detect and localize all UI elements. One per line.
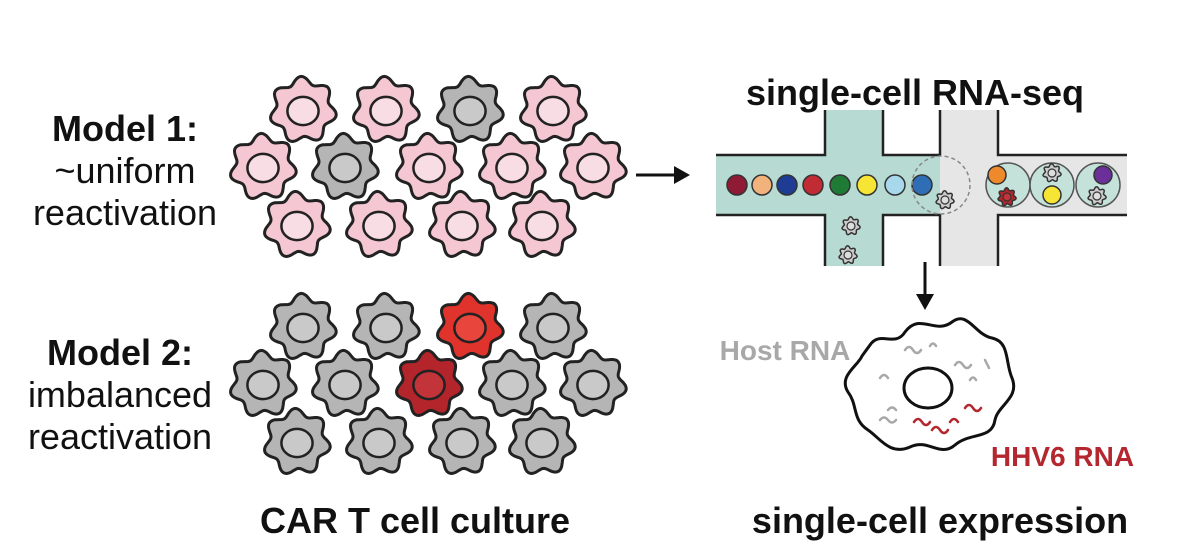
- mini-cell-icon: [1042, 163, 1062, 183]
- model2-label: Model 2: imbalanced reactivation: [5, 332, 235, 458]
- model2-cell-gray: [345, 406, 414, 476]
- model1-cell-pink: [478, 131, 547, 201]
- host-rna-label: Host RNA: [719, 335, 851, 366]
- barcode-bead: [751, 174, 773, 196]
- model2-cell-gray: [352, 291, 421, 361]
- model2-line2: reactivation: [27, 416, 213, 457]
- mini-cell-icon: [841, 216, 861, 236]
- model2-cell-gray: [478, 348, 547, 418]
- barcode-bead: [726, 174, 748, 196]
- scrnaseq-label: single-cell RNA-seq: [745, 72, 1085, 113]
- model2-cell-gray: [229, 348, 298, 418]
- model1-cell-pink: [263, 189, 332, 259]
- barcode-bead: [884, 174, 906, 196]
- mini-cell-icon: [997, 187, 1017, 207]
- host-rna-squiggles: [878, 342, 991, 424]
- hhv6-rna-squiggles: [912, 403, 983, 435]
- model1-line1: ~uniform: [54, 150, 196, 191]
- model1-cell-pink: [519, 74, 588, 144]
- model2-cell-gray: [311, 348, 380, 418]
- model2-cell-darkred: [395, 348, 464, 418]
- arrow-right-icon: [636, 166, 690, 184]
- barcode-bead: [856, 174, 878, 196]
- model1-cell-pink: [269, 74, 338, 144]
- microfluidic-chip: [716, 110, 1127, 266]
- model1-cell-gray: [311, 131, 380, 201]
- model2-cell-gray: [269, 291, 338, 361]
- model1-title: Model 1:: [51, 108, 198, 149]
- barcode-bead: [1042, 185, 1062, 205]
- barcode-bead: [829, 174, 851, 196]
- model2-cell-gray: [559, 348, 628, 418]
- culture-label: CAR T cell culture: [259, 500, 571, 541]
- model1-cell-pink: [428, 189, 497, 259]
- model1-line2: reactivation: [32, 192, 218, 233]
- expression-label: single-cell expression: [751, 500, 1129, 541]
- mini-cell-icon: [1087, 186, 1107, 206]
- model1-cell-gray: [436, 74, 505, 144]
- model1-label: Model 1: ~uniform reactivation: [10, 108, 240, 234]
- single-cell-expression-cell: [843, 317, 1016, 452]
- model2-cell-gray: [508, 406, 577, 476]
- nucleus: [902, 366, 954, 410]
- mini-cell-icon: [935, 190, 955, 210]
- droplet: [1029, 162, 1075, 208]
- model1-cell-pink: [229, 131, 298, 201]
- model1-cell-pink: [395, 131, 464, 201]
- barcode-bead: [802, 174, 824, 196]
- model1-cell-pink: [352, 74, 421, 144]
- barcode-bead: [987, 165, 1007, 185]
- model1-cell-cluster: [229, 74, 628, 259]
- model1-cell-pink: [559, 131, 628, 201]
- model2-line1: imbalanced: [27, 374, 213, 415]
- model2-cell-red: [436, 291, 505, 361]
- mini-cell-icon: [838, 245, 858, 265]
- model2-cell-gray: [263, 406, 332, 476]
- model1-cell-pink: [345, 189, 414, 259]
- barcode-bead: [911, 174, 933, 196]
- forming-droplet: [911, 155, 971, 215]
- model2-title: Model 2:: [46, 332, 193, 373]
- barcode-bead: [776, 174, 798, 196]
- model2-cell-gray: [428, 406, 497, 476]
- model2-cell-cluster: [229, 291, 628, 476]
- hhv6-rna-label: HHV6 RNA: [990, 441, 1135, 472]
- model1-cell-pink: [508, 189, 577, 259]
- model2-cell-gray: [519, 291, 588, 361]
- arrow-down-icon: [916, 262, 934, 310]
- barcode-bead: [1093, 165, 1113, 185]
